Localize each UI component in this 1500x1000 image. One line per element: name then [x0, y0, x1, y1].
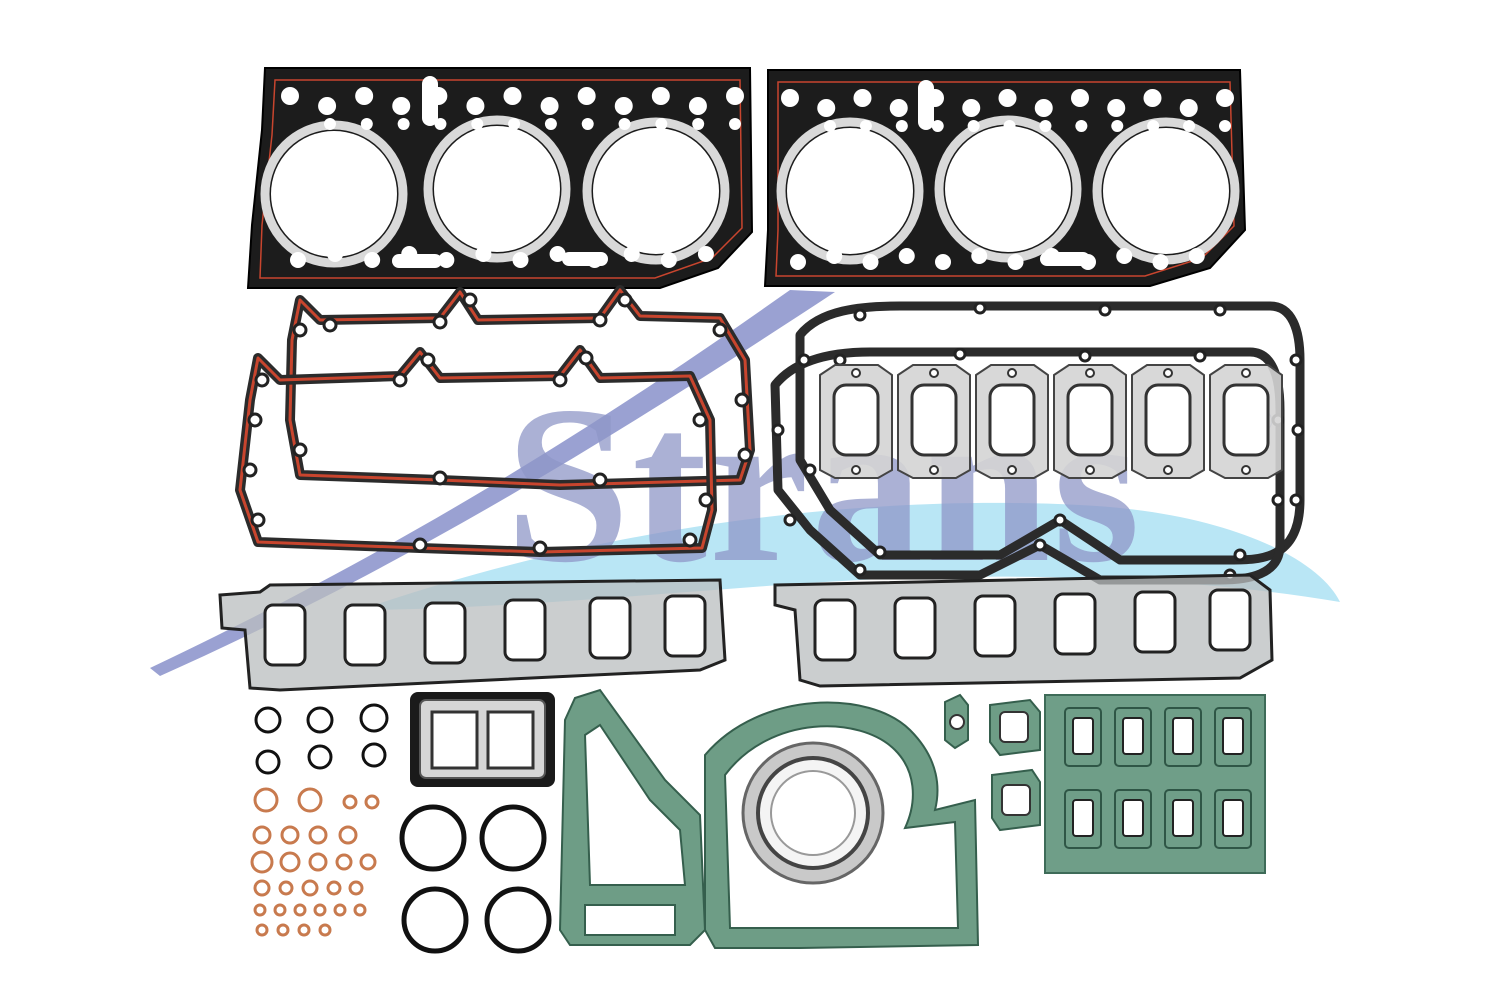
o-rings	[254, 703, 389, 775]
rocker-cover-gaskets	[235, 285, 755, 557]
head-gasket-left	[246, 67, 754, 289]
blue-swoosh	[150, 290, 835, 676]
small-gaskets	[944, 693, 1041, 832]
large-o-rings	[399, 804, 552, 954]
copper-washers	[250, 787, 380, 937]
exhaust-manifold-gaskets	[819, 364, 1283, 479]
head-gasket-right	[763, 69, 1247, 287]
gasket-sheet	[1044, 694, 1266, 874]
timing-cover-gaskets	[558, 688, 980, 949]
turbo-flange-gasket	[410, 692, 555, 787]
intake-manifold-gaskets	[218, 573, 1274, 692]
